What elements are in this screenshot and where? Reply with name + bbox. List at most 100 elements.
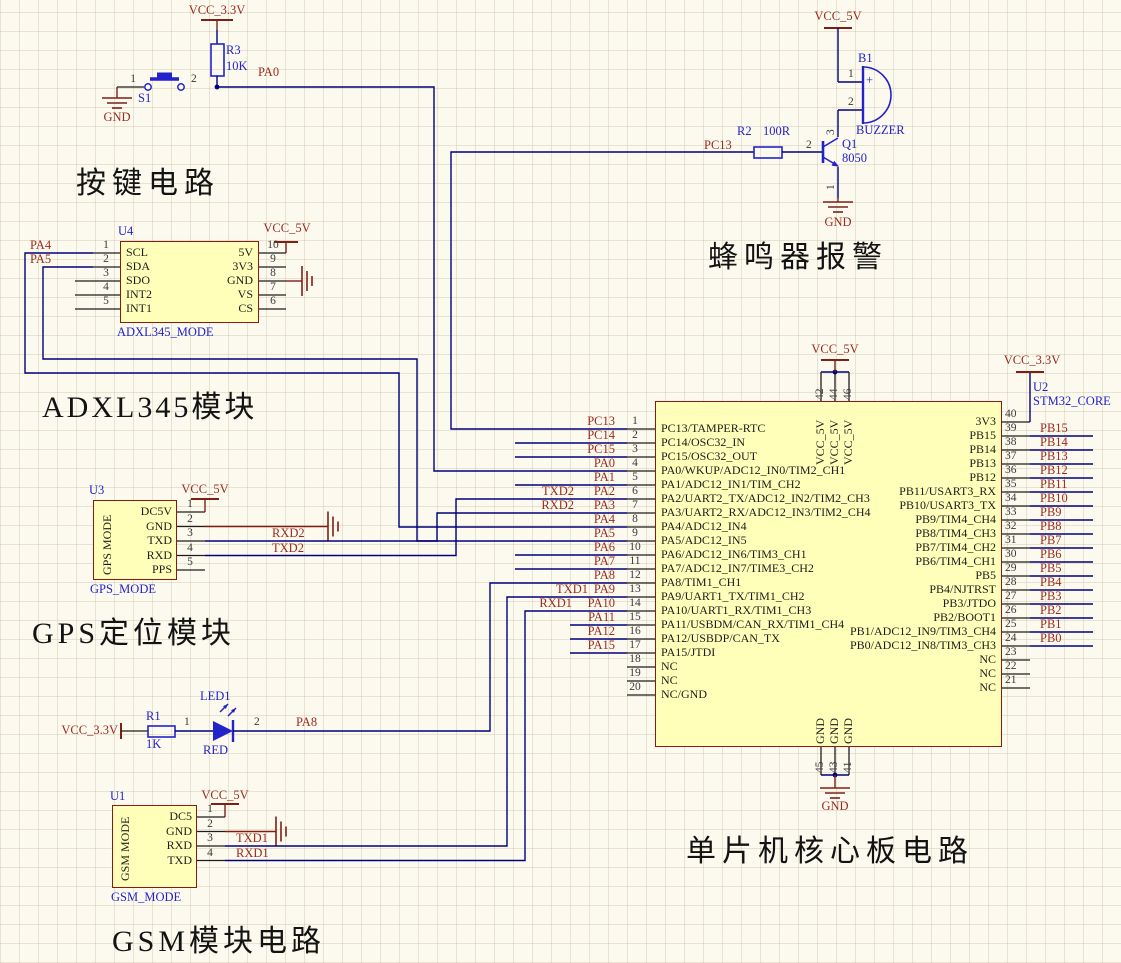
gps-part-name: GPS_MODE [90,582,156,596]
mcu-pin-number: 43 [828,761,840,774]
net-label: PC14 [587,428,615,442]
resistor-icon [147,725,176,738]
mcu-pin-name: GND [841,718,855,744]
mcu-pin-name: GND [813,718,827,744]
led-pin1-number: 1 [184,716,190,728]
pin-name: TXD [167,852,192,867]
pin-number: 5 [187,556,193,568]
net-label: TXD1 [556,582,588,596]
mcu-pin-name: PB3/JTDO [942,596,996,610]
mcu-pin-name: PB1/ADC12_IN9/TIM3_CH4 [849,624,996,638]
net-label: PB11 [1040,477,1068,491]
power-label: VCC_5V [814,9,862,23]
gsm-ref: U1 [110,789,126,803]
resistor-value: 1K [146,737,162,751]
mcu-pin-name: PA3/UART2_RX/ADC12_IN3/TIM2_CH4 [661,505,871,519]
pin-name: SCL [126,245,149,259]
net-label: PB4 [1040,575,1062,589]
led-arrow-icon [223,704,228,709]
mcu-pin-name: PB12 [969,470,996,484]
pin-number: 2 [187,512,193,525]
mcu-pin-number: 10 [629,541,641,553]
gsm-body [112,805,197,888]
mcu-pin-name: NC [979,680,996,694]
mcu-pin-number: 16 [629,625,641,637]
mcu-pin-name: PA8/TIM1_CH1 [661,575,742,589]
switch-cap-icon [157,72,172,78]
pin-number: 5 [103,295,109,307]
net-label: PB12 [1040,463,1068,477]
led-icon [213,721,233,741]
power-label: VCC_5V [811,342,859,356]
mcu-pin-number: 12 [629,569,641,581]
gsm-part-name: GSM_MODE [111,890,182,904]
mcu-pin-number: 46 [842,388,854,401]
net-label: PB8 [1040,519,1062,533]
net-label: PB5 [1040,561,1062,575]
pin-name: 5V [238,245,253,259]
mcu-pin-number: 30 [1005,548,1017,560]
gnd-label: GND [824,215,852,229]
pin-name: SDO [126,273,151,287]
net-label: PB10 [1040,491,1068,505]
net-label: PA1 [593,470,615,484]
mcu-pin-number: 33 [1005,506,1017,518]
pin-number: 7 [270,281,276,293]
pin-name: INT2 [126,287,152,301]
net-label: PB9 [1040,505,1062,519]
net-label: PA0 [593,456,615,470]
mcu-pin-name: NC [979,652,996,666]
pin-number: 1 [103,239,109,251]
mcu-pin-number: 29 [1005,562,1017,574]
mcu-pin-name: PB4/NJTRST [929,582,996,596]
mcu-pin-name: PA15/JTDI [661,645,716,659]
net-label: PA2 [593,484,615,498]
mcu-pin-number: 27 [1005,590,1017,602]
mcu-pin-number: 4 [632,457,638,469]
mcu-pin-name: PB6/TIM4_CH1 [915,554,996,568]
mcu-pin-number: 36 [1005,464,1017,476]
mcu-pin-name: PA9/UART1_TX/TIM1_CH2 [661,589,805,603]
net-label: PB13 [1040,449,1068,463]
buzzer-plus-sign: + [866,73,874,87]
transistor-value: 8050 [842,151,867,165]
mcu-pin-name: PB10/USART3_TX [899,498,996,512]
net-label: PC15 [587,442,615,456]
mcu-pin-name: PA4/ADC12_IN4 [661,519,747,533]
mcu-ref: U2 [1033,380,1049,394]
mcu-pin-name: VCC_5V [813,419,827,465]
pin-name: RXD [166,838,192,852]
mcu-pin-name: VCC_5V [827,419,841,465]
pin-number: 8 [270,267,276,279]
net-label: PA7 [593,554,615,568]
pin-number: 3 [207,832,213,844]
mcu-pin-name: PC14/OSC32_IN [661,435,746,449]
transistor-icon [822,137,839,148]
mcu-pin-number: 19 [629,667,641,679]
pin-number: 6 [270,295,276,307]
mcu-pin-number: 9 [632,527,638,539]
pin-name: 3V3 [232,259,253,273]
buzzer-pin2-number: 2 [848,96,854,108]
mcu-pin-number: 44 [828,388,840,401]
pin-name: INT1 [126,301,152,315]
net-label: PA6 [593,540,615,554]
net-label: RXD1 [539,596,572,610]
pin-name: RXD [146,547,172,562]
mcu-pin-number: 22 [1005,660,1017,672]
net-label: PC13 [587,414,615,428]
resistor-icon [210,43,225,77]
pin-number: 9 [270,253,276,265]
mcu-pin-number: 14 [629,597,641,609]
pin-number: 10 [267,239,279,251]
mcu-pin-name: VCC_5V [841,419,855,465]
pin-name: VS [237,287,253,301]
mcu-pin-name: PB0/ADC12_IN8/TIM3_CH3 [849,638,996,652]
section-title-gps: GPS定位模块 [32,617,236,650]
adxl345-body [120,241,259,323]
mcu-pin-number: 17 [629,639,641,651]
mcu-pin-number: 34 [1005,492,1017,504]
wire-pa8 [233,582,627,732]
mcu-pin-number: 25 [1005,618,1017,630]
mcu-pin-number: 6 [632,485,638,497]
